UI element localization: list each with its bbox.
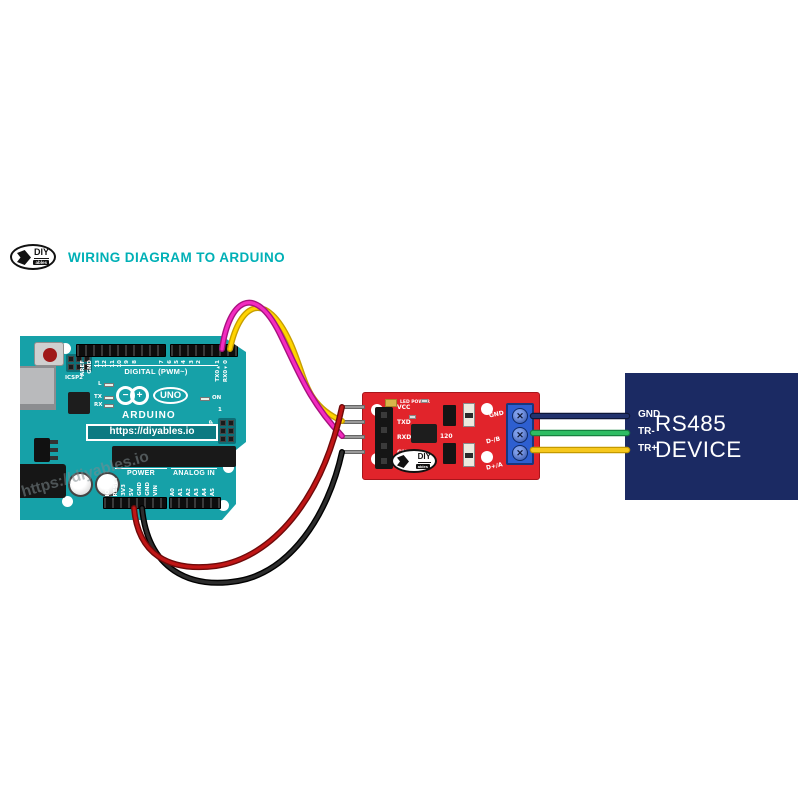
reset-button	[34, 342, 64, 366]
component	[443, 443, 456, 464]
led-rect	[104, 403, 115, 408]
device-pin-tr-minus: TR-	[638, 426, 655, 437]
arduino-logo: −+ UNO	[116, 386, 189, 405]
led-rx: RX	[94, 402, 115, 409]
main-chip	[68, 392, 90, 414]
digital-pwm-label: DIGITAL (PWM~)	[94, 365, 218, 376]
analog-group-label: ANALOG IN	[171, 468, 217, 477]
led-tx: TX	[94, 394, 114, 401]
digital-header-strip-left	[76, 344, 166, 357]
analog-header-strip	[169, 497, 221, 509]
diyables-logo-icon: DIY ables	[391, 449, 437, 473]
diyables-logo-icon: DIY ables	[10, 244, 56, 270]
capacitor	[68, 472, 93, 497]
module-pin-rxd	[341, 435, 365, 439]
resistor	[463, 443, 475, 467]
arduino-board: RESET ICSP2 AREF GND 13 12 11 10 9 8 7 6…	[20, 336, 246, 520]
icsp2-header	[66, 354, 92, 372]
smd-component	[409, 415, 416, 419]
device-title: RS485 DEVICE	[655, 410, 742, 462]
wire-yellow-edge	[227, 305, 345, 424]
pin-label: 8	[131, 360, 138, 364]
power-led	[385, 399, 397, 407]
diyables-logo-sub: ables	[33, 260, 49, 265]
device-pin-tr-plus: TR+	[638, 443, 658, 454]
diagram-title: WIRING DIAGRAM TO ARDUINO	[68, 249, 285, 265]
smd-component	[421, 399, 428, 403]
led-rect	[104, 395, 114, 400]
mounting-hole	[481, 403, 493, 415]
analog-pin-labels: A0 A1 A2 A3 A4 A5	[170, 478, 219, 496]
module-pin-txd	[341, 420, 365, 424]
regulator	[34, 438, 58, 462]
icsp-pin1-label: 1	[218, 407, 222, 413]
led-l: L	[98, 381, 114, 388]
pin-label: A5	[210, 487, 216, 496]
led-rect	[103, 382, 114, 387]
module-pin-gnd	[341, 450, 365, 454]
icsp2-label: ICSP2	[65, 375, 84, 381]
resistor-value-label: 120	[440, 433, 453, 440]
module-pin-label: TXD	[397, 419, 411, 426]
terminal-label: GND	[488, 409, 505, 420]
power-pin-labels: IOREF RESET 3V3 5V GND GND VIN	[105, 477, 162, 496]
terminal-label: D-/B	[485, 435, 501, 446]
module-pin-label: RXD	[397, 434, 412, 441]
module-pin-header	[375, 407, 393, 469]
device-pin-gnd: GND	[638, 409, 661, 420]
led-rect	[200, 396, 210, 401]
infinity-icon: −+	[116, 386, 149, 405]
screw-terminal-block: ✕ ✕ ✕	[506, 403, 534, 465]
mounting-hole	[62, 496, 73, 507]
arduino-name: ARDUINO	[122, 410, 176, 421]
page-header: DIY ables WIRING DIAGRAM TO ARDUINO	[10, 244, 285, 270]
wire-yellow	[228, 306, 344, 423]
diyables-logo-mark	[17, 250, 31, 265]
pin-label-rx: RX0◂0	[222, 360, 229, 383]
module-pin-label: VCC	[397, 404, 411, 411]
led-on: ON	[200, 395, 221, 402]
module-pin-vcc	[341, 405, 365, 409]
diyables-logo-text: DIY	[33, 247, 49, 259]
pin-label: 2	[196, 360, 203, 364]
terminal-screw: ✕	[512, 427, 528, 443]
rs485-module: VCC TXD RXD GND LED POWER 120 GND D-/B D…	[341, 392, 540, 480]
rs485-device: RS485 DEVICE GND TR- TR+	[625, 373, 798, 500]
mounting-hole	[60, 343, 71, 354]
capacitor	[95, 472, 120, 497]
terminal-screw: ✕	[512, 408, 528, 424]
pin-label: VIN	[153, 485, 159, 496]
led-power-label: LED POWER	[400, 400, 430, 405]
mounting-hole	[481, 451, 493, 463]
usb-connector	[20, 366, 56, 410]
power-jack	[20, 464, 66, 498]
terminal-screw: ✕	[512, 445, 528, 461]
max485-chip	[411, 424, 437, 443]
power-header-strip	[103, 497, 167, 509]
uno-badge: UNO	[153, 387, 189, 404]
resistor	[463, 403, 475, 427]
component	[443, 405, 456, 426]
digital-header-strip-right	[170, 344, 238, 357]
